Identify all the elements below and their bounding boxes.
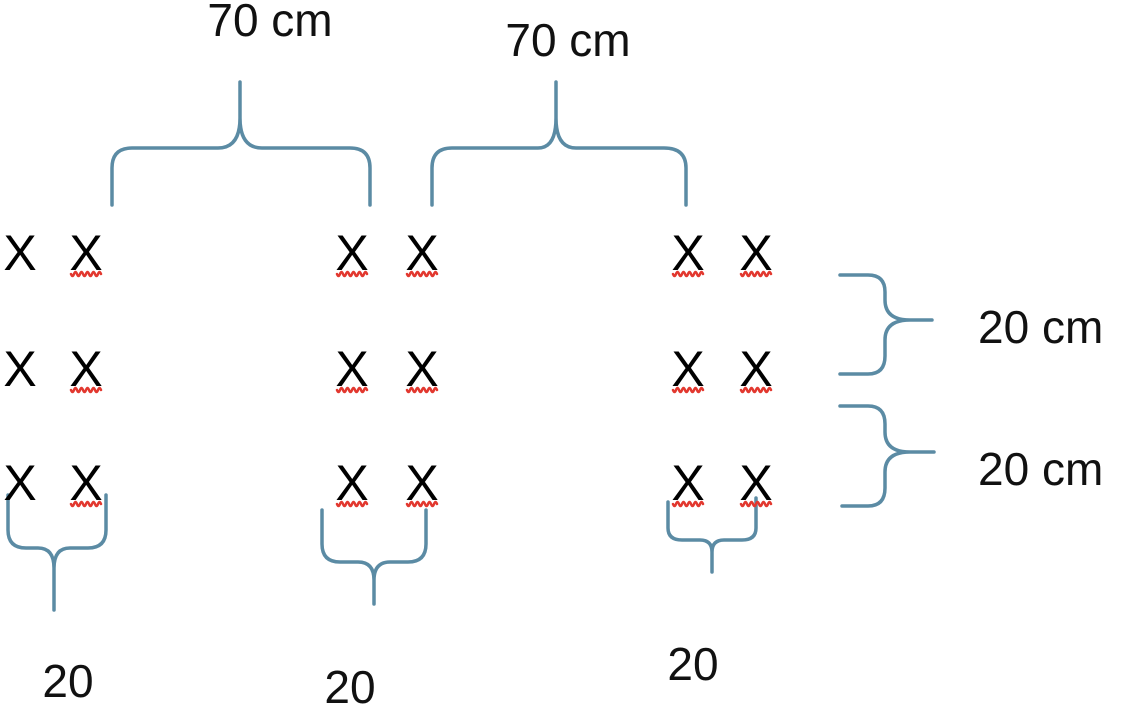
right-brace-2 bbox=[838, 404, 936, 508]
spellcheck-squiggle bbox=[739, 500, 773, 508]
spellcheck-squiggle bbox=[69, 386, 103, 394]
right-label-2: 20 cm bbox=[978, 443, 1103, 495]
plant-marker-r2-c1: X bbox=[3, 341, 36, 397]
bottom-label-3: 20 bbox=[667, 638, 718, 690]
spellcheck-squiggle bbox=[405, 386, 439, 394]
plant-marker-r1-c1: X bbox=[3, 225, 36, 281]
spellcheck-squiggle bbox=[405, 500, 439, 508]
spellcheck-squiggle bbox=[671, 500, 705, 508]
plant-marker-r3-c1: X bbox=[3, 455, 36, 511]
spellcheck-squiggle bbox=[69, 270, 103, 278]
right-brace-1 bbox=[838, 273, 934, 376]
spellcheck-squiggle bbox=[335, 270, 369, 278]
spellcheck-squiggle bbox=[671, 270, 705, 278]
spellcheck-squiggle bbox=[739, 386, 773, 394]
spellcheck-squiggle bbox=[405, 270, 439, 278]
bottom-label-2: 20 bbox=[324, 661, 375, 707]
spellcheck-squiggle bbox=[335, 386, 369, 394]
top-label-1: 70 cm bbox=[207, 0, 332, 46]
top-brace-1 bbox=[110, 80, 372, 207]
spellcheck-squiggle bbox=[671, 386, 705, 394]
bottom-brace-2 bbox=[320, 508, 428, 606]
top-label-2: 70 cm bbox=[505, 14, 630, 66]
spellcheck-squiggle bbox=[69, 500, 103, 508]
spellcheck-squiggle bbox=[335, 500, 369, 508]
top-brace-2 bbox=[430, 80, 688, 207]
bottom-brace-3 bbox=[666, 496, 758, 574]
bottom-label-1: 20 bbox=[42, 655, 93, 707]
right-label-1: 20 cm bbox=[978, 301, 1103, 353]
bottom-brace-1 bbox=[6, 493, 108, 612]
spellcheck-squiggle bbox=[739, 270, 773, 278]
